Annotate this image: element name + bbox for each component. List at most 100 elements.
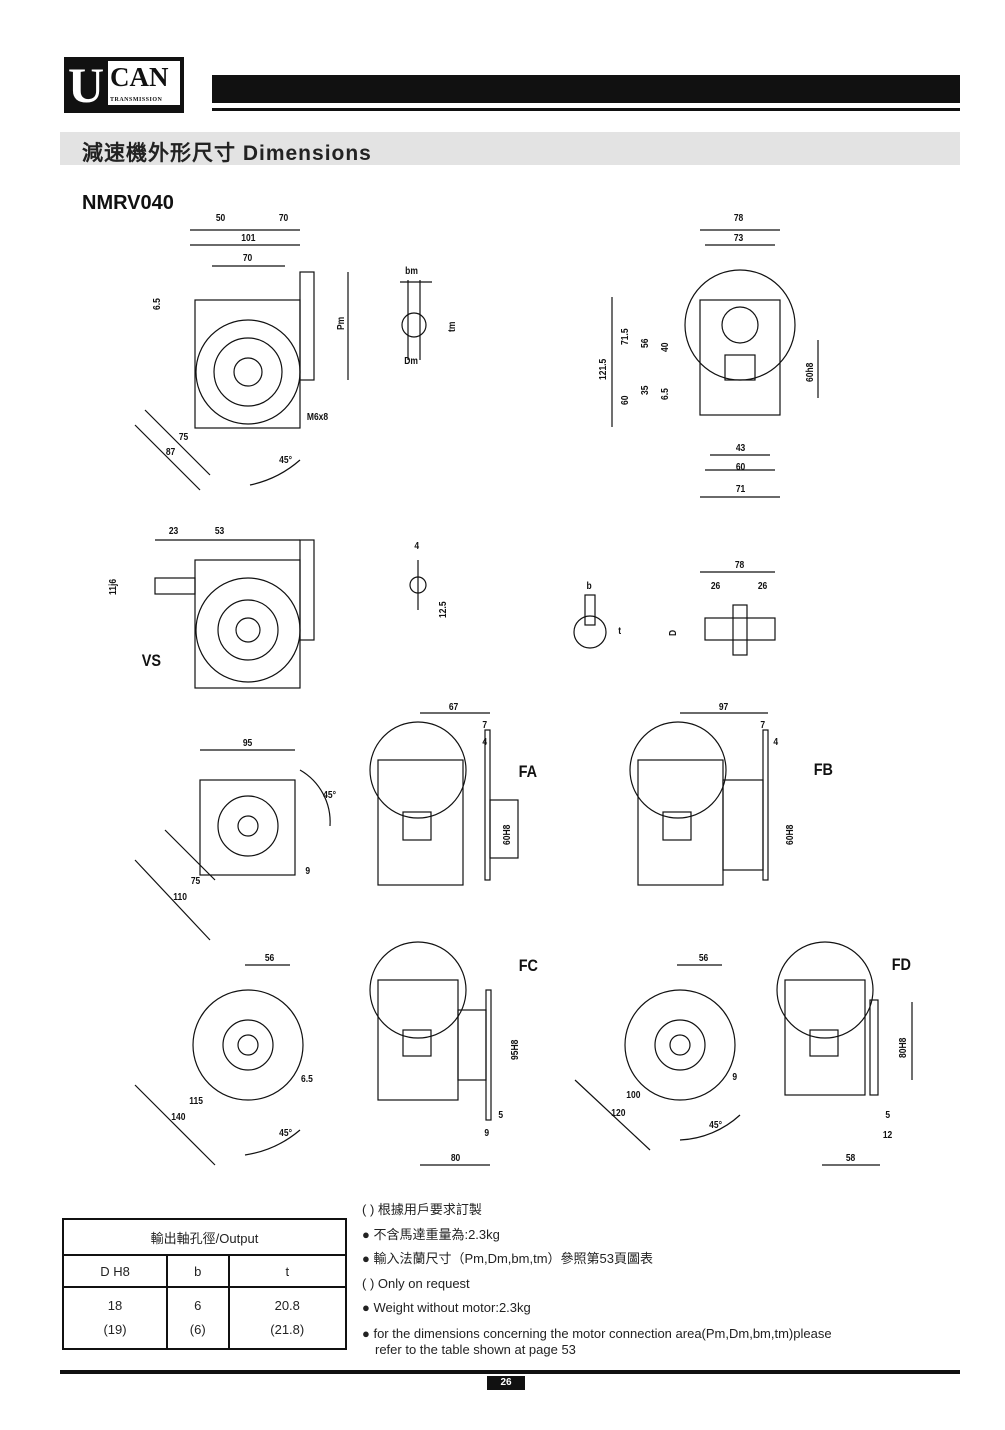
dim-label: 6.5 bbox=[152, 298, 163, 310]
dim-label: 80 bbox=[450, 1153, 461, 1164]
dim-label: 6.5 bbox=[301, 1074, 313, 1085]
dim-label: 71 bbox=[735, 484, 746, 495]
dim-label: 60 bbox=[735, 462, 746, 473]
dim-label: 110 bbox=[173, 892, 187, 903]
dim-label: 12 bbox=[882, 1130, 893, 1141]
dim-label: 78 bbox=[734, 560, 745, 571]
model-name: NMRV040 bbox=[82, 192, 174, 214]
note: ● for the dimensions concerning the moto… bbox=[362, 1325, 832, 1341]
dim-label: 80H8 bbox=[898, 1037, 909, 1058]
notes: ( ) 根據用戶要求訂製 ● 不含馬達重量為:2.3kg ● 輸入法蘭尺寸（Pm… bbox=[362, 1198, 832, 1358]
dim-label: 12.5 bbox=[438, 601, 449, 618]
table-header: D H8 bbox=[62, 1254, 168, 1288]
dim-label: 11j6 bbox=[108, 578, 119, 595]
dim-label: bm bbox=[405, 266, 418, 277]
table-cell: 20.8(21.8) bbox=[227, 1286, 347, 1350]
note: refer to the table shown at page 53 bbox=[375, 1341, 576, 1357]
view-label-fb: FB bbox=[813, 760, 833, 779]
dim-label: 26 bbox=[710, 581, 721, 592]
footer-rule bbox=[60, 1370, 960, 1374]
dim-label: 9 bbox=[305, 866, 311, 877]
dim-label: 35 bbox=[640, 385, 651, 395]
side-view-drawing bbox=[611, 229, 819, 498]
dim-label: 75 bbox=[190, 876, 201, 887]
dim-label: 71.5 bbox=[620, 328, 631, 345]
dim-label: 45° bbox=[279, 1128, 292, 1139]
table-cell: 6(6) bbox=[166, 1286, 230, 1350]
dim-label: 4 bbox=[773, 737, 779, 748]
dim-label: 97 bbox=[718, 702, 729, 713]
output-bore-table: 輸出軸孔徑/Output D H8 b t 18(19) 6(6) 20.8(2… bbox=[62, 1218, 347, 1350]
fd-front-drawing bbox=[574, 964, 741, 1151]
table-title: 輸出軸孔徑/Output bbox=[62, 1218, 347, 1256]
dim-label: 9 bbox=[732, 1072, 738, 1083]
vs-key-drawing bbox=[409, 560, 427, 610]
dim-label: 4 bbox=[414, 541, 420, 552]
dim-label: 60H8 bbox=[502, 824, 513, 845]
table-header: t bbox=[227, 1254, 347, 1288]
dim-label: 67 bbox=[448, 702, 459, 713]
bore-drawing bbox=[573, 594, 607, 649]
page-number: 26 bbox=[487, 1376, 525, 1390]
dim-label: 43 bbox=[735, 443, 746, 454]
fa-drawing bbox=[369, 712, 519, 886]
dim-label: 115 bbox=[189, 1096, 203, 1107]
fd-drawing bbox=[776, 941, 913, 1166]
view-label-vs: VS bbox=[141, 651, 161, 670]
dim-label: 56 bbox=[698, 953, 709, 964]
dim-label: 45° bbox=[709, 1120, 722, 1131]
section-title-bar: 減速機外形尺寸 Dimensions bbox=[60, 132, 960, 165]
table-header: b bbox=[166, 1254, 230, 1288]
dim-label: 95H8 bbox=[510, 1039, 521, 1060]
dim-label: 5 bbox=[885, 1110, 891, 1121]
dim-label: 50 bbox=[215, 213, 226, 224]
note: ● Weight without motor:2.3kg bbox=[362, 1300, 531, 1315]
vs-view-drawing bbox=[154, 539, 315, 689]
dim-label: 56 bbox=[264, 953, 275, 964]
dim-label: t bbox=[618, 626, 622, 637]
dim-label: 140 bbox=[171, 1112, 186, 1123]
dim-label: 87 bbox=[165, 447, 176, 458]
dim-label: D bbox=[668, 629, 679, 636]
dim-label: 26 bbox=[757, 581, 768, 592]
dim-label: 58 bbox=[845, 1153, 856, 1164]
section-title: 減速機外形尺寸 Dimensions bbox=[82, 142, 372, 165]
dim-label: 100 bbox=[626, 1090, 641, 1101]
fc-front-drawing bbox=[134, 964, 304, 1166]
fb-drawing bbox=[629, 712, 769, 886]
flange-drawing bbox=[134, 749, 331, 941]
dim-label: 9 bbox=[484, 1128, 490, 1139]
dim-label: 6.5 bbox=[660, 388, 671, 400]
motor-key-drawing bbox=[400, 280, 432, 360]
dim-label: 40 bbox=[660, 342, 671, 352]
header-bar bbox=[212, 75, 960, 103]
dim-label: 7 bbox=[760, 720, 766, 731]
header-rule bbox=[212, 108, 960, 111]
table-cell: 18(19) bbox=[62, 1286, 168, 1350]
dim-label: tm bbox=[447, 321, 458, 332]
dim-label: 4 bbox=[482, 737, 488, 748]
dim-label: 60 bbox=[620, 395, 631, 405]
dim-label: 45° bbox=[279, 455, 292, 466]
view-label-fc: FC bbox=[518, 956, 538, 975]
dim-label: b bbox=[586, 581, 592, 592]
dim-label: 95 bbox=[242, 738, 253, 749]
dim-label: 120 bbox=[611, 1108, 626, 1119]
view-label-fd: FD bbox=[891, 955, 911, 974]
dim-label: 53 bbox=[214, 526, 225, 537]
note: ( ) 根據用戶要求訂製 bbox=[362, 1202, 482, 1217]
dim-label: 101 bbox=[241, 233, 256, 244]
dim-label: 70 bbox=[278, 213, 289, 224]
dim-label: 45° bbox=[323, 790, 336, 801]
dim-label: 78 bbox=[733, 213, 744, 224]
dim-label: Dm bbox=[404, 356, 418, 367]
fc-drawing bbox=[369, 941, 492, 1166]
view-label-fa: FA bbox=[518, 762, 538, 781]
dim-label: 121.5 bbox=[598, 358, 609, 380]
note: ( ) Only on request bbox=[362, 1275, 470, 1291]
dim-label: M6x8 bbox=[306, 412, 329, 423]
main-view-drawing bbox=[134, 229, 349, 491]
dim-label: 70 bbox=[242, 253, 253, 264]
